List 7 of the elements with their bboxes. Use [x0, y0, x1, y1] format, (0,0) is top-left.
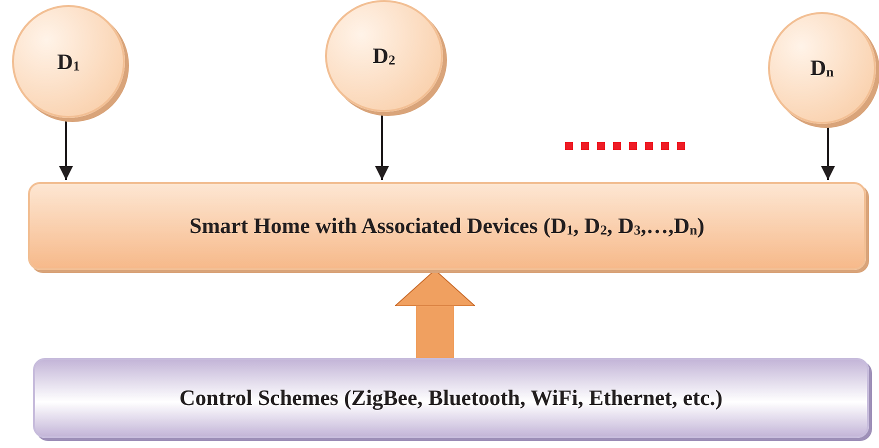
home-box [28, 182, 866, 270]
node-label: Control Schemes (ZigBee, Bluetooth, WiFi, Ethernet, etc.) [179, 385, 723, 411]
node-label: Smart Home with Associated Devices (D$_{1}$, D$_{2}$, D$_{3}$,…,D$_{n}$) [189, 213, 704, 239]
node-label: D$_{1}$ [57, 48, 80, 74]
node-label: D$_{n}$ [810, 55, 834, 81]
node-label: D$_{2}$ [372, 43, 396, 69]
control-box [33, 358, 869, 438]
